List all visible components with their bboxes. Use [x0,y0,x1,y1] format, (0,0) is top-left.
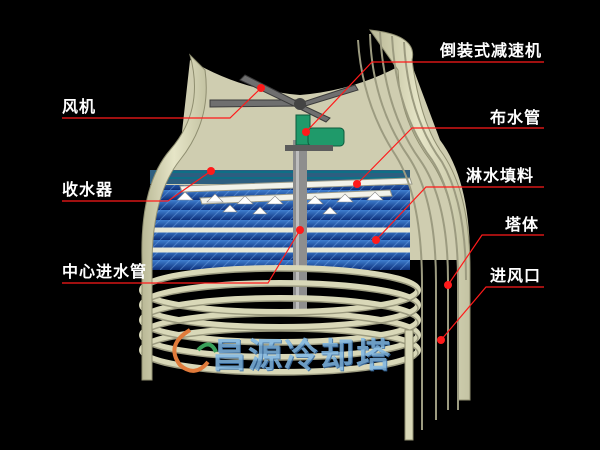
label-fill: 淋水填料 [466,166,535,185]
dot-reducer [302,128,310,136]
dot-fill [372,236,380,244]
tower-shell-right [368,29,471,401]
leader-lines [62,61,544,341]
label-fan: 风机 [62,97,97,116]
dot-fan [257,84,265,92]
support-leg-right [404,329,414,441]
label-eliminator: 收水器 [62,180,114,199]
dot-inlet-pipe [296,226,304,234]
label-air-inlet: 进风口 [490,266,542,285]
shell-ribs [357,31,467,430]
brand-logo-icon [172,328,218,373]
dot-eliminator [207,167,215,175]
fan-hub [294,98,306,110]
brand-watermark: 昌源冷却塔 [212,336,392,376]
dot-distributor [353,180,361,188]
label-inlet-pipe: 中心进水管 [62,262,148,281]
spray-nozzles [176,191,384,215]
label-distributor: 布水管 [490,108,542,127]
fan-blades [209,74,359,123]
leader-dots [207,84,452,344]
label-reducer: 倒装式减速机 [440,41,543,60]
dot-air-inlet [437,336,445,344]
tower-shell-left [141,53,207,381]
support-beams [150,227,410,253]
label-shell: 塔体 [505,215,540,234]
dot-shell [444,281,452,289]
